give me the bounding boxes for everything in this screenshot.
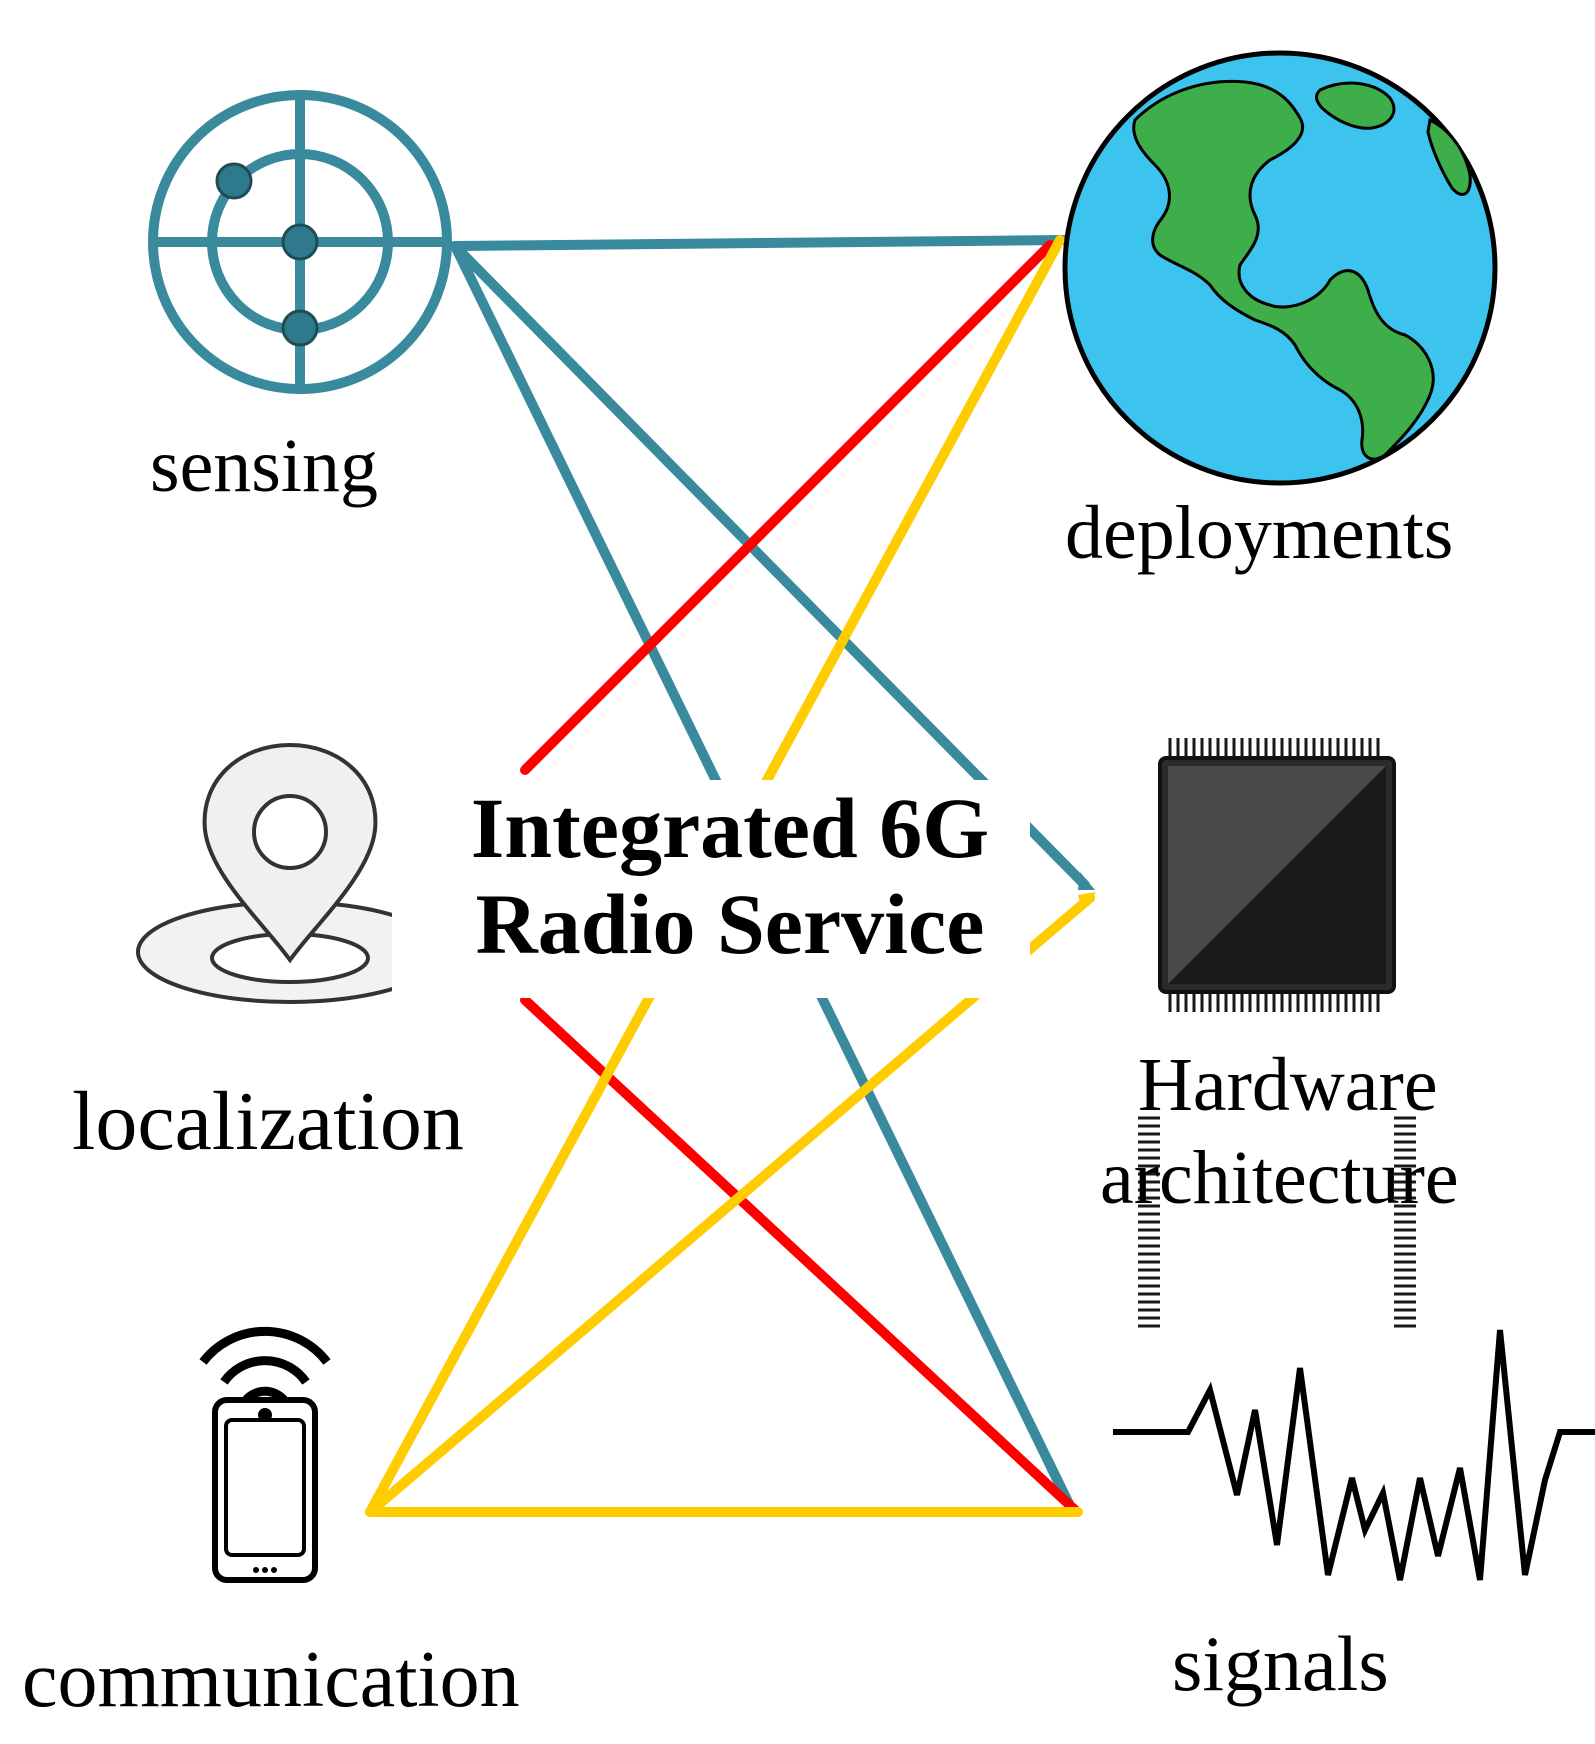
label-hardware-line1: Hardware	[1138, 1043, 1438, 1127]
smartphone-icon	[199, 1326, 331, 1583]
label-signals: signals	[1172, 1620, 1389, 1707]
chip-icon	[1130, 730, 1420, 1328]
radar-icon	[148, 90, 452, 394]
globe-icon	[1062, 50, 1498, 486]
label-hardware-line2: architecture	[1100, 1136, 1459, 1220]
label-localization: localization	[72, 1075, 464, 1168]
line-deployments-signals-red	[520, 240, 1055, 775]
line-sensing-deployments	[450, 235, 1070, 251]
hardware-arrow-tip-yellow	[1078, 892, 1096, 910]
center-title-line2: Radio Service	[475, 876, 985, 973]
label-sensing: sensing	[150, 424, 378, 508]
line-sensing-hardware	[450, 241, 1090, 890]
waveform-icon	[1113, 1329, 1595, 1581]
line-hardware-communication-yellow	[365, 893, 1095, 1517]
label-deployments: deployments	[1065, 491, 1454, 575]
center-title-line1: Integrated 6G	[470, 780, 990, 876]
line-center-signals-red	[520, 995, 1080, 1515]
center-title-backdrop	[430, 780, 1030, 998]
center-title: Integrated 6G Radio Service	[420, 780, 1040, 973]
location-pin-icon	[136, 742, 452, 1010]
hardware-arrow-tip-teal	[1078, 872, 1095, 890]
label-communication: communication	[22, 1636, 520, 1724]
